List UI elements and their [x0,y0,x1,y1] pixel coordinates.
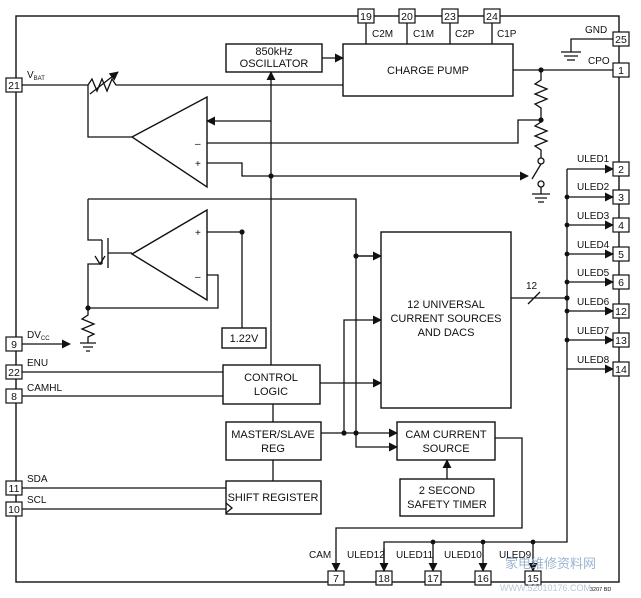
pin-gnd-label: GND [585,25,607,36]
pin-uled6-label: ULED6 [577,297,610,308]
pin-uled2-label: ULED2 [577,182,610,193]
pin-uled1-label: ULED1 [577,154,610,165]
safety-timer-line1: 2 SECOND [419,485,475,497]
pin-uled4-label: ULED4 [577,240,610,251]
pin-c2p-number: 23 [444,11,456,23]
pin-uled3-label: ULED3 [577,211,610,222]
reference-block: 1.22V [221,327,267,349]
pin-uled11-number: 17 [427,573,439,585]
pin-enu: 22 ENU [5,358,48,380]
pin-dvcc-label: DVCC [27,330,50,342]
pin-cpo-number: 1 [618,65,624,77]
pin-uled9-number: 15 [527,573,539,585]
opamp-bottom: + – [130,208,208,302]
master-slave-line1: MASTER/SLAVE [231,429,315,441]
pin-uled10-number: 16 [477,573,489,585]
pin-c1p-number: 24 [486,11,498,23]
safety-timer-block: 2 SECOND SAFETY TIMER [399,478,495,517]
pin-uled9-label: ULED9 [499,550,532,561]
current-sources-block: 12 UNIVERSAL CURRENT SOURCES AND DACS [380,231,512,409]
control-logic-block: CONTROL LOGIC [222,364,321,405]
pin-uled3: 4 ULED3 [577,211,630,233]
pin-uled7-number: 13 [615,335,627,347]
pin-scl: 10 SCL [5,495,47,517]
pin-enu-label: ENU [27,358,48,369]
pin-uled9: 15 ULED9 [499,550,542,586]
pin-uled4-number: 5 [618,249,624,261]
shift-register-label: SHIFT REGISTER [228,492,319,504]
pin-uled8-label: ULED8 [577,355,610,366]
watermark-logo: 家电维修资料网 [505,556,596,571]
opamp-top: – + [130,95,208,189]
figure-id: 3207 BD [590,587,611,593]
bus-width-label: 12 [526,281,538,292]
control-logic-line1: CONTROL [244,372,298,384]
current-sources-line1: 12 UNIVERSAL [407,299,485,311]
pin-c2m-label: C2M [372,29,393,40]
pin-c1p-label: C1P [497,29,517,40]
charge-pump-label: CHARGE PUMP [387,65,469,77]
pin-c1m-label: C1M [413,29,434,40]
master-slave-block: MASTER/SLAVE REG [225,421,322,461]
pin-sda-number: 11 [9,483,20,495]
pin-vbat-label: VBAT [27,70,45,82]
pin-uled7-label: ULED7 [577,326,610,337]
pin-cam-label: CAM [309,550,331,561]
pin-c2p-label: C2P [455,29,475,40]
pin-scl-label: SCL [27,495,47,506]
pin-sda-label: SDA [27,474,48,485]
pin-gnd: 25 GND [585,25,630,47]
watermark-url: WWW.52010176.COM [500,583,591,593]
pin-uled5-number: 6 [618,277,624,289]
pin-uled8-number: 14 [615,364,627,376]
pin-uled1-number: 2 [618,164,624,176]
opamp-bottom-plus: + [195,228,201,239]
pin-cpo: 1 CPO [588,56,630,78]
pin-uled10: 16 ULED10 [444,550,492,586]
pin-uled7: 13 ULED7 [577,326,630,348]
pin-uled3-number: 4 [618,220,624,232]
pin-c2p: 23 C2P [441,8,475,40]
pin-c2m-number: 19 [360,11,372,23]
pin-uled1: 2 ULED1 [577,154,630,177]
pin-uled5-label: ULED5 [577,268,610,279]
control-logic-line2: LOGIC [254,386,288,398]
pin-uled10-label: ULED10 [444,550,482,561]
pin-camhl-label: CAMHL [27,383,62,394]
pin-gnd-number: 25 [615,34,627,46]
cam-current-line1: CAM CURRENT [405,429,487,441]
current-sources-line3: AND DACS [418,327,475,339]
pin-scl-number: 10 [8,504,20,516]
opamp-bottom-minus: – [195,272,201,283]
pin-cpo-label: CPO [588,56,610,67]
safety-timer-line2: SAFETY TIMER [407,499,487,511]
opamp-top-plus: + [195,159,201,170]
current-sources-line2: CURRENT SOURCES [390,313,501,325]
cam-current-block: CAM CURRENT SOURCE [396,421,496,461]
charge-pump-block: CHARGE PUMP [342,43,514,97]
pin-dvcc-number: 9 [11,339,17,351]
oscillator-line1: 850kHz [255,46,292,58]
pin-uled6-number: 12 [615,306,627,318]
pin-enu-number: 22 [8,367,20,379]
pin-camhl: 8 CAMHL [5,383,62,404]
oscillator-block: 850kHz OSCILLATOR [225,43,323,73]
oscillator-line2: OSCILLATOR [240,58,309,70]
pin-cam-number: 7 [333,573,339,585]
pin-vbat-number: 21 [8,80,20,92]
shift-register-block: SHIFT REGISTER [225,480,322,515]
reference-label: 1.22V [230,333,259,345]
pin-uled12-label: ULED12 [347,550,385,561]
master-slave-line2: REG [261,443,285,455]
wiring: 12 [22,23,614,572]
opamp-top-minus: – [195,139,201,150]
pin-camhl-number: 8 [11,391,17,403]
cam-current-line2: SOURCE [422,443,469,455]
pin-uled11-label: ULED11 [396,550,433,561]
pin-uled6: 12 ULED6 [577,297,630,319]
pin-uled12-number: 18 [378,573,390,585]
pin-uled2-number: 3 [618,192,624,204]
pin-c1m-number: 20 [401,11,413,23]
